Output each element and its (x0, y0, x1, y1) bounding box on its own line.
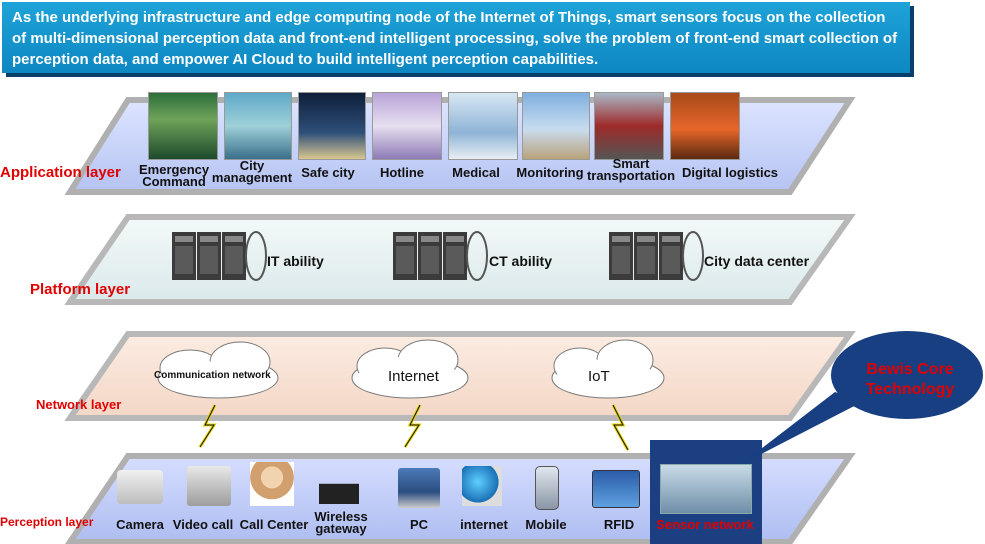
perception-label-mobile: Mobile (525, 517, 567, 532)
server-rack-datacenter-icon (609, 231, 704, 281)
layer-label-network: Network layer (36, 397, 122, 412)
weather-station-photo (522, 92, 590, 160)
medical-tablet-photo (448, 92, 518, 160)
perception-label-video-call: Video call (172, 517, 234, 532)
platform-label-it-ability: IT ability (267, 253, 324, 269)
app-label-digital-logistics: Digital logistics (681, 165, 779, 180)
camera-icon (117, 470, 163, 504)
app-label-safe-city: Safe city (301, 165, 355, 180)
lightning-2-outline (404, 404, 421, 448)
layer-label-platform: Platform layer (30, 281, 131, 298)
network-label-internet: Internet (388, 368, 439, 385)
server-rack-ct-icon (393, 231, 488, 281)
headset-operator-icon (250, 462, 294, 506)
app-label-city-management: City management (211, 158, 293, 185)
lightning-1-outline (199, 404, 216, 448)
rfid-card-icon (592, 470, 640, 508)
perception-label-sensor-network: Sensor network (656, 517, 754, 532)
perception-label-wireless-gateway: Wireless gateway (314, 509, 368, 536)
lightning-3-outline (612, 404, 629, 451)
red-truck-photo (670, 92, 740, 160)
network-label-communication: Communication network (154, 370, 271, 381)
cloud-communication-icon (157, 341, 279, 399)
layer-label-perception: Perception layer (0, 515, 94, 529)
sensor-network-photo (660, 464, 752, 514)
perception-label-internet: internet (460, 517, 508, 532)
control-room-photo (224, 92, 292, 160)
cloud-iot-icon (551, 339, 665, 399)
video-phone-icon (187, 466, 231, 506)
perception-label-rfid: RFID (603, 517, 635, 532)
call-center-photo (372, 92, 442, 160)
callout-bubble (831, 331, 983, 419)
perception-label-pc: PC (409, 517, 429, 532)
pc-user-icon (398, 468, 440, 508)
intro-banner: As the underlying infrastructure and edg… (2, 2, 910, 73)
perception-label-call-center: Call Center (239, 517, 309, 532)
operator-desk-photo (298, 92, 366, 160)
globe-monitor-icon (462, 466, 502, 506)
app-label-monitoring: Monitoring (516, 165, 584, 180)
monitoring-wall-photo (148, 92, 218, 160)
app-label-emergency-command: Emergency Command (139, 162, 210, 189)
server-rack-it-icon (172, 231, 267, 281)
callout-pointer (740, 392, 862, 465)
router-icon (319, 470, 359, 504)
bewis-core-technology-callout: Bewis Core Technology (865, 361, 955, 398)
network-label-iot: IoT (588, 368, 610, 385)
app-label-smart-transportation: Smart transportation (586, 156, 676, 183)
app-label-medical: Medical (452, 165, 500, 180)
cloud-internet-icon (351, 339, 469, 399)
platform-label-ct-ability: CT ability (489, 253, 553, 269)
truck-photo (594, 92, 664, 160)
mobile-phone-icon (535, 466, 559, 510)
layer-label-application: Application layer (0, 164, 121, 181)
app-label-hotline: Hotline (379, 165, 425, 180)
platform-label-city-data-center: City data center (704, 253, 810, 269)
perception-label-camera: Camera (116, 517, 164, 532)
